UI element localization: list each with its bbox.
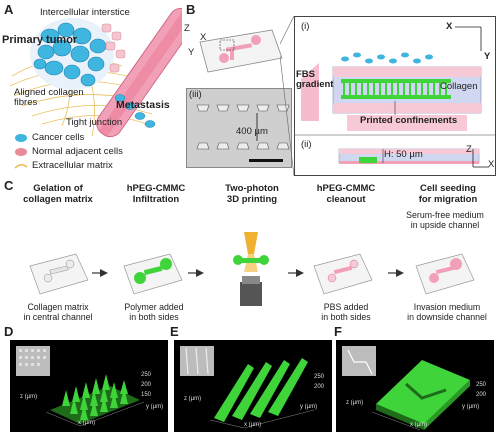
panel-letter-a: A <box>4 2 14 17</box>
cancer-cell-icon <box>15 134 27 142</box>
label-sub-i: (i) <box>301 21 310 32</box>
legend-normal-cells: Normal adjacent cells <box>32 146 123 157</box>
render-d <box>10 340 168 432</box>
step-1-note: Collagen matrix in central channel <box>23 302 93 323</box>
render-e <box>174 340 332 432</box>
panel-letter-f: F <box>334 324 342 339</box>
chip-step-4 <box>310 240 376 300</box>
chip-step-2 <box>120 240 186 300</box>
label-intercellular-interstice: Intercellular interstice <box>40 7 130 18</box>
axis-i-y: Y <box>484 51 491 62</box>
d-axis-z: z (µm) <box>20 394 38 400</box>
label-sub-ii: (ii) <box>301 139 312 150</box>
step-4-note: PBS added in both sides <box>321 302 371 323</box>
panel-letter-e: E <box>170 324 179 339</box>
normal-cell-icon <box>15 148 27 156</box>
step-1-title: Gelation of collagen matrix <box>23 183 93 205</box>
step-5-note: Invasion medium in downside channel <box>407 302 487 323</box>
label-tight-junction: Tight junction <box>66 117 123 128</box>
label-fbs-gradient: FBS gradient <box>296 69 334 91</box>
f-axis-z: z (µm) <box>346 400 364 406</box>
axis-small-x: X <box>200 32 207 43</box>
d-tick-250: 250 <box>141 372 152 378</box>
schematic-box <box>294 16 496 176</box>
panel-letter-d: D <box>4 324 14 339</box>
f-tick-200: 200 <box>476 392 487 398</box>
d-axis-x: x (µm) <box>78 420 96 426</box>
panel-letter-b: B <box>186 2 196 17</box>
e-axis-z: z (µm) <box>184 396 202 402</box>
label-scale-400: 400 µm <box>236 126 268 137</box>
serum-free-note: Serum-free medium in upside channel <box>406 210 484 231</box>
chip-step-3-printer <box>218 232 284 308</box>
d-axis-y: y (µm) <box>146 404 164 410</box>
label-printed-confinements: Printed confinements <box>360 115 458 126</box>
tumor-illustration <box>2 6 196 166</box>
flow-arrows <box>92 269 404 277</box>
panel-letter-c: C <box>4 178 14 193</box>
e-tick-250: 250 <box>314 374 325 380</box>
step-2-title: hPEG-CMMC Infiltration <box>126 183 186 205</box>
d-tick-200: 200 <box>141 382 152 388</box>
e-axis-x: x (µm) <box>244 422 262 428</box>
step-4-title: hPEG-CMMC cleanout <box>316 183 376 205</box>
label-primary-tumor: Primary tumor <box>2 34 78 46</box>
chip-overview <box>186 22 286 82</box>
label-height: H: 50 µm <box>384 149 423 160</box>
axis-i-x: X <box>446 21 453 32</box>
chip-step-5 <box>412 240 478 300</box>
f-axis-y: y (µm) <box>462 404 480 410</box>
label-collagen: Collagen <box>440 81 478 92</box>
step-3-title: Two-photon 3D printing <box>225 183 279 205</box>
axis-small-z: Z <box>184 23 190 34</box>
f-tick-250: 250 <box>476 382 487 388</box>
micrograph-iii <box>186 88 292 168</box>
label-sub-iii: (iii) <box>189 89 202 100</box>
e-axis-y: y (µm) <box>300 404 318 410</box>
chip-step-1 <box>26 240 92 300</box>
zoom-connector <box>280 16 295 176</box>
label-metastasis: Metastasis <box>116 99 170 111</box>
axis-ii-z: Z <box>466 144 472 155</box>
e-tick-200: 200 <box>314 384 325 390</box>
d-tick-150: 150 <box>141 392 152 398</box>
f-axis-x: x (µm) <box>410 422 428 428</box>
step-2-note: Polymer added in both sides <box>124 302 184 323</box>
legend-extracellular-matrix: Extracellular matrix <box>32 160 113 171</box>
matrix-icon <box>14 164 28 169</box>
render-f <box>336 340 494 432</box>
step-5-title: Cell seeding for migration <box>418 183 478 205</box>
axis-small-y: Y <box>188 47 195 58</box>
label-aligned-collagen: Aligned collagen fibres <box>14 87 84 109</box>
legend-cancer-cells: Cancer cells <box>32 132 85 143</box>
axis-ii-x: X <box>488 159 495 170</box>
